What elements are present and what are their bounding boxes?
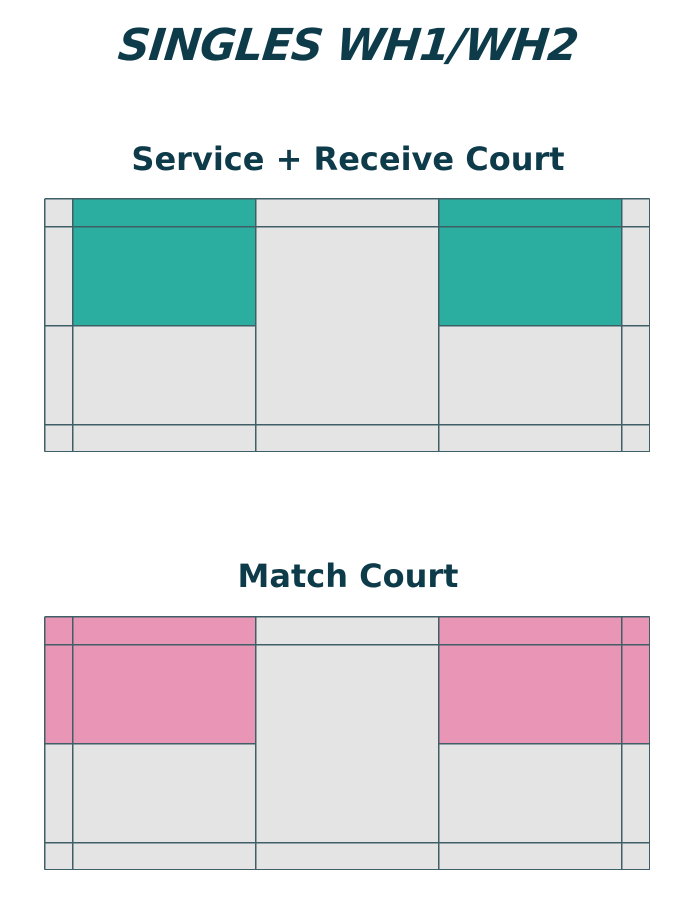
- left-highlight-area: [72, 198, 256, 326]
- service-receive-court-diagram: [44, 198, 650, 452]
- left-highlight-area: [44, 616, 256, 744]
- service-receive-court-title: Service + Receive Court: [131, 140, 565, 178]
- page-title: SINGLES WH1/WH2: [115, 20, 581, 71]
- match-court-diagram: [44, 616, 650, 870]
- match-court-title: Match Court: [237, 557, 459, 595]
- right-highlight-area: [438, 198, 622, 326]
- right-highlight-area: [438, 616, 650, 744]
